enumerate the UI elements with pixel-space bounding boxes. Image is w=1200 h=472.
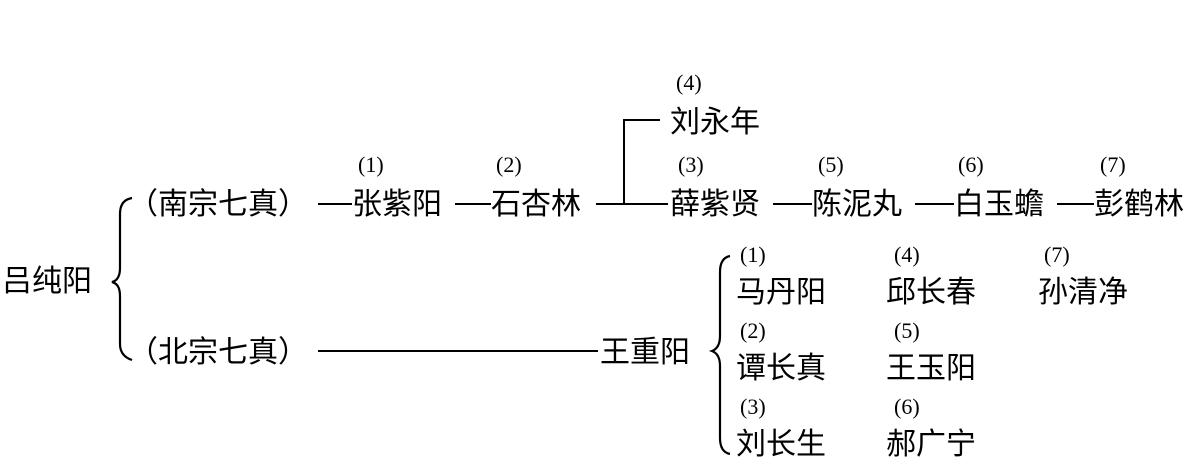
south-node-5-name: 陈泥丸 [812,187,902,222]
north-sect-label: （北宗七真） [128,335,308,370]
south-node-3-number: (3) [678,152,704,177]
main-brace [111,196,133,362]
root-label: 吕纯阳 [2,264,92,299]
south-node-3-name: 薛紫贤 [670,187,760,222]
south-node-5-number: (5) [818,152,844,177]
south-node-6-name: 白玉蟾 [954,187,1044,222]
south-sect-label: （南宗七真） [128,187,308,222]
north-disciple-3-number: (3) [740,394,766,419]
north-disciple-6-number: (6) [894,394,920,419]
south-branch-name: 刘永年 [670,105,760,140]
south-node-1-number: (1) [358,152,384,177]
south-node-1-name: 张紫阳 [352,187,442,222]
north-disciple-1-number: (1) [740,242,766,267]
north-disciple-4-name: 邱长春 [886,275,976,310]
south-branch-connector [623,119,660,204]
south-node-2-name: 石杏林 [491,187,581,222]
north-disciple-1-name: 马丹阳 [736,275,826,310]
south-node-2-number: (2) [496,152,522,177]
north-disciple-4-number: (4) [894,242,920,267]
north-founder-name: 王重阳 [600,335,690,370]
south-node-6-number: (6) [958,152,984,177]
south-node-7-name: 彭鹤林 [1094,187,1184,222]
north-disciple-2-name: 谭长真 [736,351,826,386]
north-disciple-5-name: 王玉阳 [886,351,976,386]
north-disciple-7-name: 孙清净 [1038,275,1128,310]
south-branch-number: (4) [676,70,702,95]
north-disciples-brace [708,254,731,456]
north-disciple-6-name: 郝广宁 [886,427,976,462]
north-disciple-2-number: (2) [740,318,766,343]
south-node-7-number: (7) [1100,152,1126,177]
north-disciple-3-name: 刘长生 [736,427,826,462]
north-disciple-5-number: (5) [894,318,920,343]
north-disciple-7-number: (7) [1044,242,1070,267]
